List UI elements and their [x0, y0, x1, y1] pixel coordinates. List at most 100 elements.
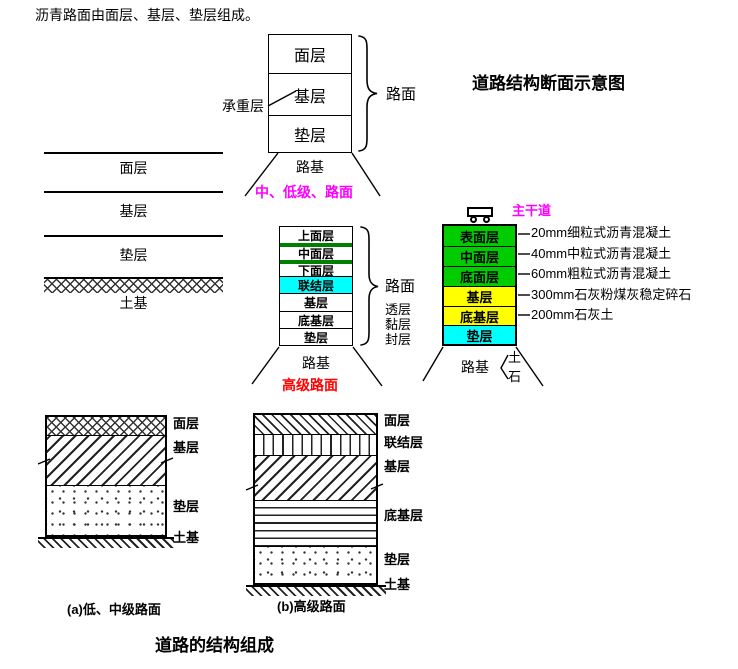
low-grade-pavement-box: 面层 基层 垫层	[268, 34, 352, 153]
subgrade-label-top: 路基	[296, 159, 324, 175]
a-ground-hatch	[38, 537, 174, 548]
layer-subbase-r: 底基层	[444, 306, 515, 325]
layer-cushion-mid-label: 垫层	[303, 330, 328, 345]
layer-bottom-surface-r: 底面层	[444, 266, 515, 286]
truck-wheel-right	[483, 216, 490, 223]
soil-stone-bracket	[500, 354, 509, 380]
layer-middle-surface-label: 中面层	[297, 247, 334, 260]
a-surface-hatch	[47, 417, 165, 435]
coat-label-seal: 封层	[385, 332, 412, 347]
b-base-hatch	[255, 455, 376, 500]
b-subbase-hatch	[255, 500, 376, 546]
a-label-base: 基层	[173, 440, 200, 455]
profile-cushion-label: 垫层	[119, 247, 148, 263]
layer-cushion-label: 垫层	[293, 128, 326, 145]
a-label-subgrade: 土基	[173, 530, 200, 545]
high-grade-caption: 高级路面	[282, 377, 338, 393]
profile-surface-label: 面层	[119, 160, 148, 176]
layer-top-surface-r-label: 表面层	[459, 229, 499, 245]
a-base-hatch	[47, 435, 165, 485]
section-title: 道路结构断面示意图	[472, 74, 625, 93]
profile-ground-hatch	[44, 277, 223, 293]
profile-line-1	[44, 152, 223, 154]
pavement-brace-label-top: 路面	[386, 86, 417, 103]
high-grade-pavement-box: 上面层 中面层 下面层 联结层 基层 底基层 垫层	[279, 226, 353, 346]
layer-base-label: 基层	[293, 88, 326, 106]
layer-subbase-mid: 底基层	[280, 311, 352, 328]
layer-base-mid: 基层	[280, 293, 352, 311]
diagram-b-box	[253, 413, 378, 585]
low-grade-caption: 中、低级、路面	[255, 184, 353, 200]
layer-lower-surface: 下面层	[280, 264, 352, 276]
layer-top-surface-r: 表面层	[444, 226, 515, 246]
profile-line-2	[44, 191, 223, 193]
coat-label-prime: 透层	[385, 302, 412, 317]
layer-base: 基层	[269, 73, 351, 115]
layer-lower-surface-label: 下面层	[297, 264, 334, 276]
layer-cushion: 垫层	[269, 115, 351, 152]
b-label-binder: 联结层	[384, 435, 424, 450]
material-stone-label: 石	[508, 369, 522, 384]
profile-base-label: 基层	[119, 203, 148, 219]
a-label-cushion: 垫层	[173, 499, 200, 514]
layer-binder: 联结层	[280, 276, 352, 293]
layer-surface: 面层	[269, 35, 351, 73]
b-label-subbase: 底基层	[384, 508, 424, 523]
layer-subbase-r-label: 底基层	[459, 309, 499, 325]
subgrade-label-mid: 路基	[302, 355, 330, 371]
road-type-label: 主干道	[512, 203, 552, 218]
tack-coat-bar-1	[280, 243, 352, 247]
layer-base-r-label: 基层	[466, 290, 493, 305]
b-label-subgrade: 土基	[384, 577, 411, 592]
footer-title: 道路的结构组成	[155, 636, 274, 655]
spec-base: 300mm石灰粉煤灰稳定碎石	[531, 287, 692, 302]
spec-bottom-surface: 60mm粗粒式沥青混凝土	[531, 266, 672, 281]
mid-trapezoid-right	[352, 346, 383, 387]
a-label-surface: 面层	[173, 416, 200, 431]
top-trapezoid-right	[351, 152, 381, 197]
layer-cushion-r-label: 垫层	[466, 328, 493, 344]
truck-wheel-left	[470, 216, 477, 223]
pavement-brace-top	[358, 35, 378, 152]
layer-upper-surface-label: 上面层	[297, 228, 334, 243]
pavement-brace-label-mid: 路面	[385, 278, 416, 295]
intro-text: 沥青路面由面层、基层、垫层组成。	[35, 7, 259, 23]
material-soil-label: 土	[508, 350, 522, 365]
spec-top-surface: 20mm细粒式沥青混凝土	[531, 225, 672, 240]
b-label-surface: 面层	[384, 413, 411, 428]
pavement-brace-mid	[360, 226, 379, 346]
layer-mid-surface-r: 中面层	[444, 246, 515, 266]
layer-cushion-r: 垫层	[444, 325, 515, 344]
subgrade-label-right: 路基	[461, 359, 489, 375]
profile-line-3	[44, 235, 223, 237]
b-surface-hatch	[255, 415, 376, 434]
layer-base-mid-label: 基层	[303, 296, 328, 310]
arterial-road-box: 表面层 中面层 底面层 基层 底基层 垫层	[442, 224, 517, 346]
b-label-cushion: 垫层	[384, 552, 411, 567]
layer-subbase-mid-label: 底基层	[297, 313, 334, 328]
b-binder-hatch	[255, 434, 376, 455]
b-ground-hatch	[246, 585, 386, 596]
diagram-a-box	[45, 415, 167, 537]
tack-coat-bar-2	[280, 260, 352, 264]
layer-mid-surface-r-label: 中面层	[459, 250, 499, 265]
a-cushion-dots	[47, 485, 165, 535]
spec-mid-surface: 40mm中粒式沥青混凝土	[531, 246, 672, 261]
profile-subgrade-label: 土基	[119, 295, 148, 311]
coat-label-tack: 黏层	[385, 317, 412, 332]
right-trapezoid-left	[422, 346, 444, 382]
layer-binder-label: 联结层	[297, 278, 334, 293]
truck-icon	[467, 207, 493, 217]
layer-cushion-mid: 垫层	[280, 328, 352, 345]
layer-bottom-surface-r-label: 底面层	[459, 270, 499, 285]
a-caption: (a)低、中级路面	[67, 602, 161, 617]
b-caption: (b)高级路面	[277, 599, 346, 614]
b-cushion-dots	[255, 546, 376, 583]
layer-base-r: 基层	[444, 286, 515, 306]
spec-subbase: 200mm石灰土	[531, 307, 614, 322]
mid-trapezoid-left	[251, 346, 280, 385]
layer-surface-label: 面层	[293, 48, 326, 65]
layer-middle-surface: 中面层	[280, 247, 352, 260]
b-label-base: 基层	[384, 459, 411, 474]
